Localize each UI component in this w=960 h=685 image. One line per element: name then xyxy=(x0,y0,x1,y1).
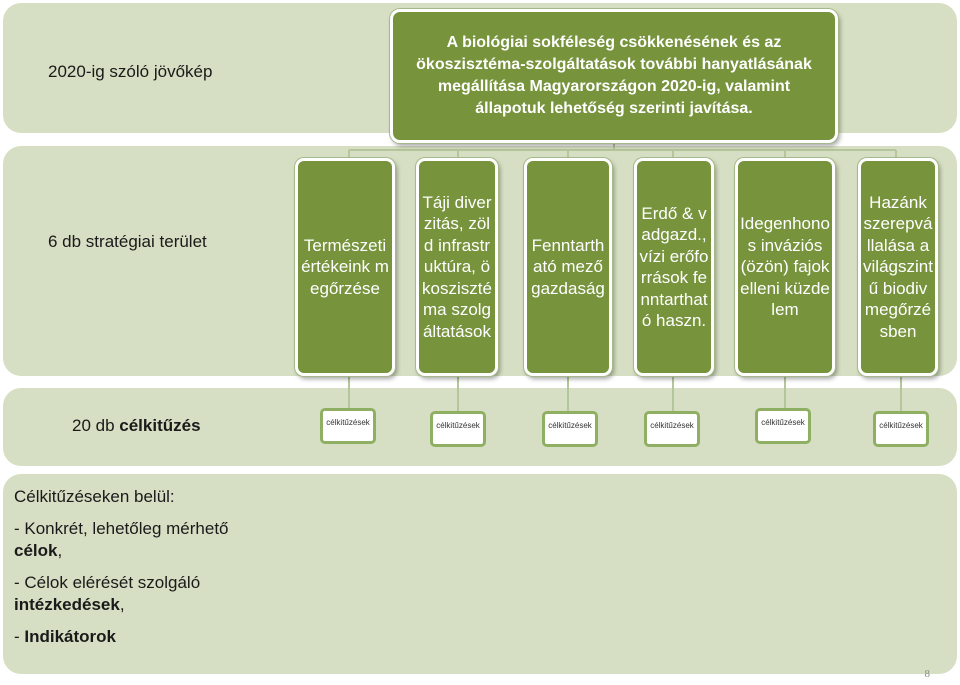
strategic-area-5: Idegenhonos inváziós (özön) fajok elleni… xyxy=(735,158,835,376)
details-row xyxy=(3,474,957,674)
targets-row-label: 20 db célkitűzés xyxy=(72,416,201,435)
target-box-6: célkitűzések xyxy=(873,411,929,447)
target-box-2: célkitűzések xyxy=(430,411,486,447)
strategic-area-3: Fenntartható mezőgazdaság xyxy=(524,158,612,376)
areas-row-label: 6 db stratégiai terület xyxy=(48,232,207,251)
strategic-area-6: Hazánk szerepvállalása a világszintű bio… xyxy=(858,158,938,376)
strategic-area-1: Természeti értékeink megőrzése xyxy=(295,158,395,376)
vision-row-label: 2020-ig szóló jövőkép xyxy=(48,62,213,81)
details-text: Célkitűzéseken belül: - Konkrét, lehetől… xyxy=(14,486,229,648)
page-number: 8 xyxy=(924,668,931,680)
target-box-3: célkitűzések xyxy=(542,411,598,447)
target-box-1: célkitűzések xyxy=(320,408,376,444)
strategic-area-2: Táji diverzitás, zöld infrastruktúra, ök… xyxy=(416,158,498,376)
target-box-5: célkitűzések xyxy=(755,408,811,444)
target-box-4: célkitűzések xyxy=(644,411,700,447)
details-intro: Célkitűzéseken belül: xyxy=(14,487,175,506)
details-item-indicators: - Indikátorok xyxy=(14,627,117,646)
strategic-area-4: Erdő & vadgazd., vízi erőforrások fennta… xyxy=(634,158,714,376)
vision-box: A biológiai sokféleség csökkenésének és … xyxy=(390,9,838,143)
